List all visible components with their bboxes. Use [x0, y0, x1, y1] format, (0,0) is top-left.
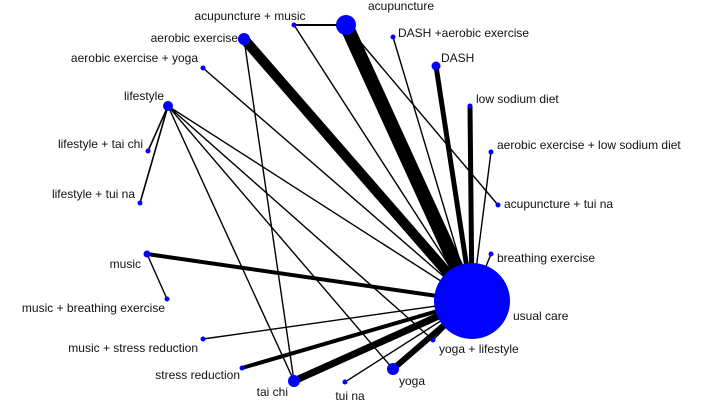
node-label-yoga: yoga [399, 374, 425, 388]
edge-aerobic-to-tai-chi [243, 38, 295, 382]
edge-stress-reduction-to-usual-care [241, 299, 473, 370]
node-label-dash: DASH [441, 51, 474, 65]
edge-lifestyle-to-usual-care [167, 105, 473, 302]
node-breathing [488, 251, 494, 257]
node-label-stress-reduction: stress reduction [155, 368, 240, 382]
node-label-music-breathing: music + breathing exercise [22, 301, 165, 315]
edge-lifestyle-to-yoga [167, 105, 394, 370]
node-lifestyle-tuina [137, 200, 143, 206]
node-label-yoga-lifestyle: yoga + lifestyle [439, 342, 519, 356]
node-music-stress [200, 336, 206, 342]
node-label-low-sodium: low sodium diet [476, 92, 559, 106]
node-aerobic-lowsodium [488, 149, 494, 155]
node-label-lifestyle: lifestyle [124, 89, 164, 103]
node-music [143, 250, 151, 258]
node-label-dash-aerobic: DASH +aerobic exercise [398, 26, 529, 40]
node-acupuncture [336, 15, 356, 35]
edge-acupuncture-tuina-to-acupuncture [345, 24, 499, 206]
node-low-sodium [467, 103, 473, 109]
node-label-tai-chi: tai chi [257, 385, 288, 399]
node-usual-care [434, 263, 510, 339]
node-label-aerobic-yoga: aerobic exercise + yoga [71, 51, 198, 65]
node-dash-aerobic [390, 34, 396, 40]
edges-layer [139, 22, 499, 385]
node-label-breathing: breathing exercise [497, 251, 595, 265]
node-label-lifestyle-tuina: lifestyle + tui na [52, 187, 135, 201]
edge-lifestyle-to-yoga-lifestyle [167, 105, 434, 341]
edge-acupuncture-to-usual-care [339, 22, 479, 304]
node-dash [431, 61, 441, 71]
node-tui-na [342, 379, 348, 385]
node-label-lifestyle-taichi: lifestyle + tai chi [58, 137, 143, 151]
edge-music-stress-to-usual-care [202, 300, 473, 340]
node-label-music: music [110, 257, 141, 271]
edge-lifestyle-to-lifestyle-tuina [139, 105, 169, 204]
node-yoga [387, 363, 399, 375]
node-label-aerobic: aerobic exercise [151, 31, 239, 45]
node-aerobic [238, 33, 250, 45]
edge-music-to-usual-care [146, 252, 473, 303]
edge-dash-aerobic-to-usual-care [392, 36, 473, 302]
node-label-music-stress: music + stress reduction [68, 341, 198, 355]
node-tai-chi [288, 375, 300, 387]
node-aerobic-yoga [200, 65, 206, 71]
node-label-usual-care: usual care [513, 309, 569, 323]
node-lifestyle [163, 101, 173, 111]
edge-acupuncture-music-to-usual-care [293, 24, 473, 302]
node-label-tui-na: tui na [335, 389, 365, 403]
node-acupuncture-music [291, 22, 297, 28]
node-stress-reduction [239, 365, 245, 371]
node-acupuncture-tuina [495, 202, 501, 208]
edge-lifestyle-to-tai-chi [167, 105, 295, 382]
edge-aerobic-yoga-to-usual-care [202, 67, 473, 302]
node-label-aerobic-lowsodium: aerobic exercise + low sodium diet [497, 138, 681, 152]
node-music-breathing [164, 296, 170, 302]
node-yoga-lifestyle [430, 337, 436, 343]
edge-dash-to-usual-care [433, 65, 475, 302]
node-label-acupuncture-tuina: acupuncture + tui na [504, 197, 613, 211]
node-label-acupuncture: acupuncture [368, 0, 434, 13]
edge-aerobic-to-usual-care [240, 35, 476, 305]
node-label-acupuncture-music: acupuncture + music [194, 9, 305, 23]
nodes-layer [137, 15, 510, 387]
node-lifestyle-taichi [145, 148, 151, 154]
edge-lifestyle-to-lifestyle-taichi [147, 105, 169, 152]
edge-music-to-music-breathing [146, 253, 168, 300]
